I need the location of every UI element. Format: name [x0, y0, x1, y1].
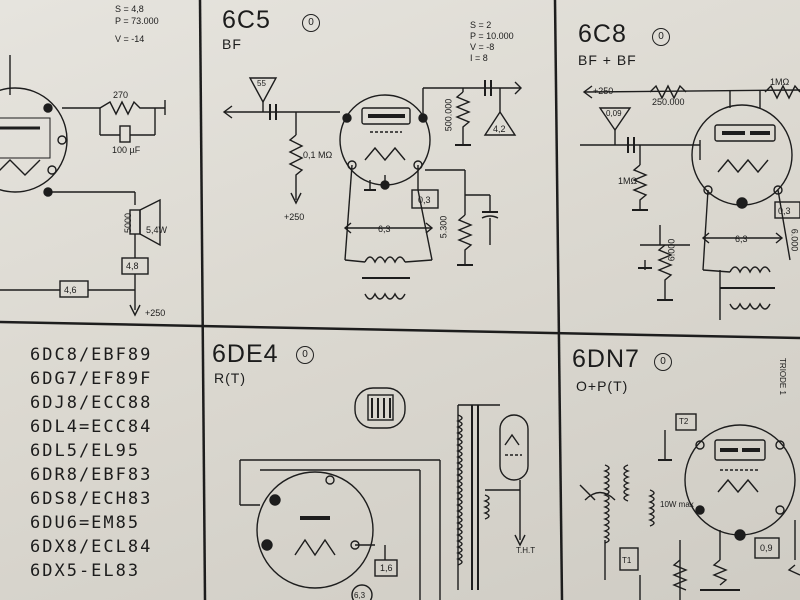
c5-grid-res: 0,1 MΩ: [303, 150, 333, 160]
list-item: 6DR8/EBF83: [30, 465, 153, 485]
c5-bias-box: 0,3: [418, 195, 431, 205]
dn7-power: 10W max: [660, 500, 694, 509]
c8-cath-res: 6.000: [666, 238, 677, 262]
dn7-base-badge: 0: [654, 353, 672, 371]
list-item: 6DG7/EF89F: [30, 369, 153, 389]
de4-output: T.H.T: [516, 546, 536, 555]
list-item: 6DX5-EL83: [30, 561, 141, 581]
list-item: 6DU6=EM85: [30, 513, 141, 533]
c8-r1: 250.000: [652, 97, 685, 107]
equivalence-list: 6DC8/EBF89 6DG7/EF89F 6DJ8/ECC88 6DL4=EC…: [30, 343, 152, 583]
c8-box: 0,3: [778, 206, 791, 216]
c5-out-label: 4,2: [493, 124, 506, 134]
left-bplus: +250: [145, 308, 166, 318]
c8-heater: 6,3: [735, 234, 748, 244]
list-item: 6DC8/EBF89: [30, 345, 153, 365]
de4-function: R(T): [214, 370, 246, 386]
c5-spec-v: V = -8: [470, 42, 495, 52]
left-spk-power: 5,4W: [146, 225, 168, 235]
list-item: 6DL5/EL95: [30, 441, 141, 461]
divider-h-1: [0, 320, 800, 340]
dn7-schematic: [579, 413, 800, 600]
c5-tube-name: 6C5: [222, 6, 271, 34]
c5-bplus: +250: [284, 212, 305, 222]
c8-function: BF + BF: [578, 52, 637, 68]
c5-base-badge: 0: [302, 14, 320, 32]
divider-v-2: [553, 0, 564, 600]
de4-box: 1,6: [380, 563, 393, 573]
dn7-box: 0,9: [760, 543, 773, 553]
dn7-side-label: TRIODE 1: [777, 358, 787, 395]
c8-base-badge: 0: [652, 28, 670, 46]
left-box-2: 4,6: [64, 285, 77, 295]
c5-spec-s: S = 2: [470, 20, 492, 30]
left-tube-schematic: [0, 55, 166, 317]
c8-cath-res-2: 6.000: [789, 228, 800, 252]
de4-heater: 6,3: [354, 591, 366, 600]
list-item: 6DS8/ECH83: [30, 489, 153, 509]
left-spec-s: S = 4,8: [115, 4, 144, 14]
c5-plate-res: 500.000: [443, 98, 454, 132]
c5-function: BF: [222, 36, 242, 52]
c8-grid-res: 1MΩ: [618, 176, 638, 186]
c5-spec-i: I = 8: [470, 53, 488, 63]
c8-bplus: +250: [593, 86, 614, 96]
c5-heater: 6,3: [378, 224, 391, 234]
left-cap-label: 100 µF: [112, 145, 141, 155]
c8-antenna-label: 0,09: [606, 109, 622, 118]
list-item: 6DX8/ECL84: [30, 537, 153, 557]
de4-base-badge: 0: [296, 346, 314, 364]
c5-antenna-label: 55: [257, 79, 266, 88]
c8-r2: 1MΩ: [770, 77, 790, 87]
dn7-t2: T2: [679, 417, 689, 426]
c5-schematic: [222, 77, 522, 300]
left-spk-label: 5000: [123, 212, 134, 234]
left-box-1: 4,8: [126, 261, 139, 271]
list-item: 6DL4=ECC84: [30, 417, 153, 437]
divider-v-1: [198, 0, 207, 600]
de4-tube-name: 6DE4: [212, 340, 279, 368]
left-res-label: 270: [113, 90, 129, 100]
list-item: 6DJ8/ECC88: [30, 393, 153, 413]
c5-cath-res: 5.300: [438, 215, 449, 239]
left-spec-p: P = 73.000: [115, 16, 159, 26]
dn7-tube-name: 6DN7: [572, 345, 640, 373]
dn7-function: O+P(T): [576, 378, 629, 394]
de4-schematic: [239, 387, 529, 600]
c8-tube-name: 6C8: [578, 20, 627, 48]
dn7-t1: T1: [622, 556, 632, 565]
c8-schematic: [580, 84, 800, 320]
left-spec-v: V = -14: [115, 34, 145, 44]
c5-spec-p: P = 10.000: [470, 31, 514, 41]
